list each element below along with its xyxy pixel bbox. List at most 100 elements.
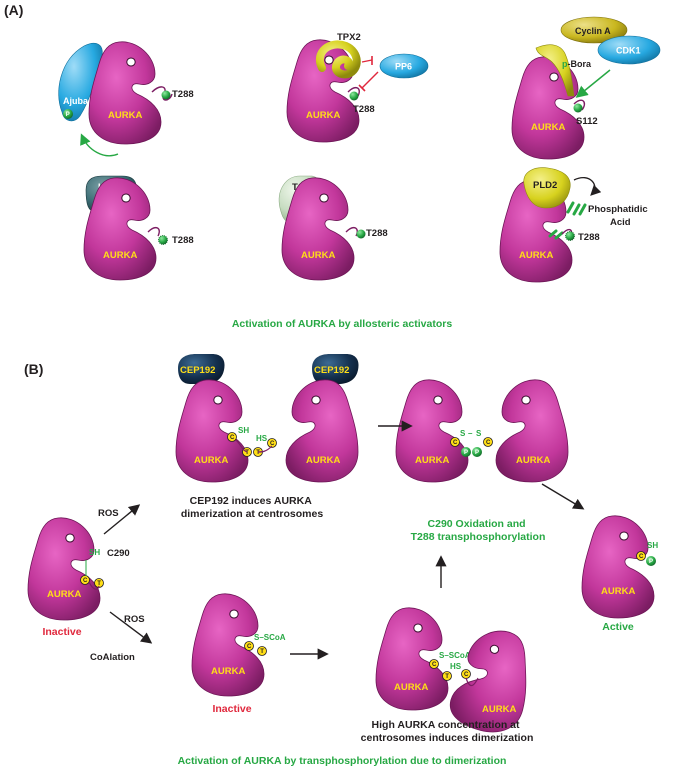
phospho-icon (349, 91, 359, 101)
svg-text:T: T (97, 581, 101, 587)
svg-text:P: P (464, 450, 468, 456)
aurka-kinase (496, 380, 568, 482)
bora-protein (535, 44, 575, 97)
aurka-label: AURKA (482, 704, 516, 715)
phospho-icon (573, 103, 583, 113)
cep192-label: CEP192 (180, 365, 215, 376)
aurka-label: AURKA (531, 122, 565, 133)
scoa-label: S–SCoA (254, 633, 286, 642)
aurka-kinase (581, 515, 655, 619)
cyclin-a-protein (560, 16, 628, 44)
ajuba-complex: Ajuba P AURKA T288 (58, 41, 194, 157)
sh-label: SH (647, 541, 658, 550)
inactive-label: Inactive (42, 626, 81, 638)
arrow (541, 483, 585, 510)
svg-text:T: T (256, 450, 260, 456)
aurka-kinase (375, 607, 449, 711)
threonine-icon (442, 671, 452, 681)
ros-label: ROS (124, 614, 145, 625)
pld2-protein (523, 167, 571, 209)
ros-label: ROS (98, 508, 119, 519)
cdk1-protein (597, 35, 661, 65)
pld2-label: PLD2 (533, 180, 557, 191)
aurka-label: AURKA (194, 455, 228, 466)
t288-label: T288 (578, 232, 600, 243)
svg-text:P: P (66, 112, 70, 118)
caption-panel-b: Activation of AURKA by transphosphorylat… (178, 755, 507, 767)
svg-text:C: C (432, 662, 437, 668)
cep192-dimer: CEP192 CEP192 AURKA AURKA C SH T T C HS (175, 354, 359, 483)
pp6-label: PP6 (395, 62, 412, 72)
pbora-label: p-Bora (562, 59, 592, 69)
caption-panel-a: Activation of AURKA by allosteric activa… (232, 318, 453, 330)
aurka-label: AURKA (394, 682, 428, 693)
svg-text:C: C (639, 554, 644, 560)
aurka-label: AURKA (519, 250, 553, 261)
aurka-kinase (395, 379, 469, 483)
concentration-caption: High AURKA concentration at centrosomes … (361, 719, 534, 744)
aurka-label: AURKA (516, 455, 550, 466)
svg-text:C: C (83, 578, 88, 584)
t288-label: T288 (172, 235, 194, 246)
oxidation-caption: C290 Oxidation and T288 transphosphoryla… (411, 518, 546, 543)
phosphatidic-acid-label: Phosphatidic Acid (588, 204, 650, 228)
threonine-icon (257, 646, 267, 656)
phosphatidic-acid-icon (566, 201, 587, 216)
cep192-caption: CEP192 induces AURKA dimerization at cen… (181, 495, 324, 520)
t288-label: T288 (172, 89, 194, 100)
cysteine-icon (80, 575, 90, 585)
green-arrow (80, 133, 119, 157)
t288-label: T288 (353, 104, 375, 115)
svg-text:C: C (453, 440, 458, 446)
tpx2-protein (316, 40, 361, 79)
c290-label: C290 (107, 548, 130, 559)
hef1-complex: HEF1 AURKA T288 (83, 175, 194, 281)
inactive-label: Inactive (212, 703, 251, 715)
cep192-protein (178, 354, 225, 384)
cysteine-icon (483, 437, 493, 447)
cysteine-icon (636, 551, 646, 561)
active-label: Active (602, 621, 634, 633)
aurka-label: AURKA (47, 589, 81, 600)
phospho-icon (158, 235, 168, 245)
aurka-label: AURKA (415, 455, 449, 466)
s112-label: S112 (576, 116, 598, 127)
coalated-monomer: AURKA C S–SCoA T (191, 593, 286, 697)
aurka-label: AURKA (306, 110, 340, 121)
green-arrow (575, 69, 611, 98)
panel-a-label: (A) (4, 2, 23, 18)
tpx2-label: TPX2 (337, 32, 361, 43)
phospho-icon (565, 231, 575, 241)
concentration-dimer: AURKA C S–SCoA T HS C AURKA (375, 607, 540, 739)
aurka-kinase (286, 380, 358, 482)
conversion-arrow (573, 177, 602, 196)
svg-text:T: T (245, 450, 249, 456)
svg-text:P: P (475, 450, 479, 456)
pp6-protein (379, 53, 429, 79)
cysteine-icon (267, 438, 277, 448)
aurka-label: AURKA (301, 250, 335, 261)
svg-text:T: T (445, 674, 449, 680)
t288-label: T288 (366, 228, 388, 239)
cysteine-icon (429, 659, 439, 669)
bora-complex: Cyclin A CDK1 AURKA p-Bora S112 (511, 16, 661, 160)
svg-text:S: S (476, 429, 482, 438)
cep192-protein (312, 354, 359, 384)
tchp-complex: TCHP AURKA T288 (278, 175, 388, 281)
phospho-icon (646, 556, 656, 566)
ajuba-label: Ajuba (63, 96, 89, 106)
active-monomer: AURKA SH C P (581, 515, 658, 619)
arrow (109, 611, 153, 644)
svg-text:P: P (649, 559, 653, 565)
cysteine-icon (450, 437, 460, 447)
svg-text:C: C (486, 440, 491, 446)
phospho-icon (461, 447, 471, 457)
cdk1-label: CDK1 (616, 46, 641, 56)
aurka-kinase (27, 517, 101, 621)
sh-label: SH (238, 426, 249, 435)
panel-b-label: (B) (24, 361, 43, 377)
inhibition-bar (358, 84, 366, 92)
phospho-icon (161, 90, 171, 100)
